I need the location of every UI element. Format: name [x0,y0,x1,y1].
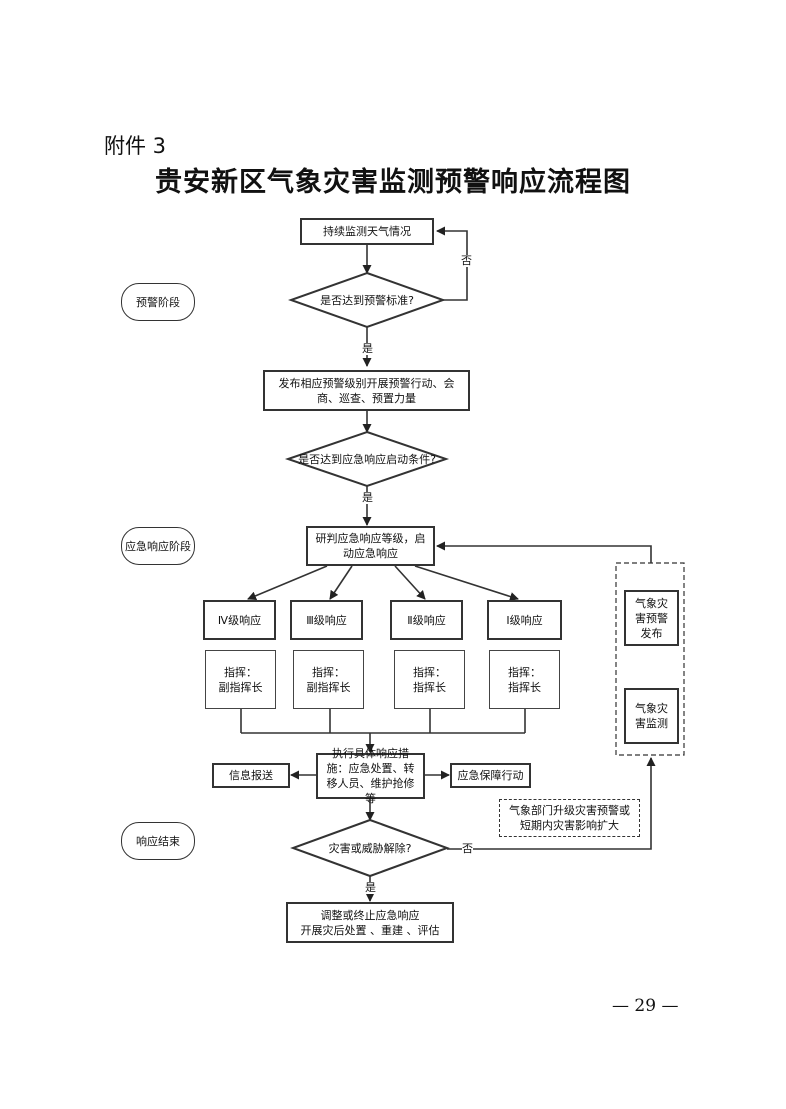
decision-lifted-text: 灾害或威胁解除? [328,842,412,855]
attachment-label: 附件 3 [104,134,167,158]
level-2-command: 指挥： 指挥长 [394,650,465,709]
level-1-box: Ⅰ级响应 [487,600,562,640]
judge-box: 研判应急响应等级，启动应急响应 [306,526,435,566]
issue-warning-box: 发布相应预警级别开展预警行动、会商、巡查、预置力量 [263,370,470,411]
stage-warning: 预警阶段 [121,283,195,321]
edge-label-no-lifted: 否 [462,842,473,855]
monitor-box: 持续监测天气情况 [300,218,434,245]
info-report-box: 信息报送 [212,763,290,788]
page-title: 贵安新区气象灾害监测预警响应流程图 [155,167,631,198]
decision-emergency-text: 是否达到应急响应启动条件? [298,453,436,466]
level-4-command: 指挥： 副指挥长 [205,650,276,709]
decision-warning-text: 是否达到预警标准? [320,294,414,307]
edge-label-yes-warning: 是 [362,342,373,355]
support-box: 应急保障行动 [450,763,531,788]
level-2-box: Ⅱ级响应 [390,600,463,640]
level-3-command: 指挥： 副指挥长 [293,650,364,709]
upgrade-note-box: 气象部门升级灾害预警或短期内灾害影响扩大 [499,799,640,837]
stage-emergency: 应急响应阶段 [121,527,195,565]
edge-label-yes-lifted: 是 [365,881,376,894]
edge-label-yes-emergency: 是 [362,491,373,504]
level-4-box: Ⅳ级响应 [203,600,276,640]
page-number: — 29 — [612,996,679,1016]
edge-label-no-warning: 否 [461,254,472,267]
level-1-command: 指挥： 指挥长 [489,650,560,709]
meteo-monitor-box: 气象灾害监测 [624,688,679,744]
meteo-warning-box: 气象灾害预警发布 [624,590,679,646]
execute-box: 执行具体响应措施：应急处置、转移人员、维护抢修等 [316,747,425,805]
level-3-box: Ⅲ级响应 [290,600,363,640]
adjust-box: 调整或终止应急响应 开展灾后处置 、重建 、评估 [286,902,454,943]
stage-end: 响应结束 [121,822,195,860]
